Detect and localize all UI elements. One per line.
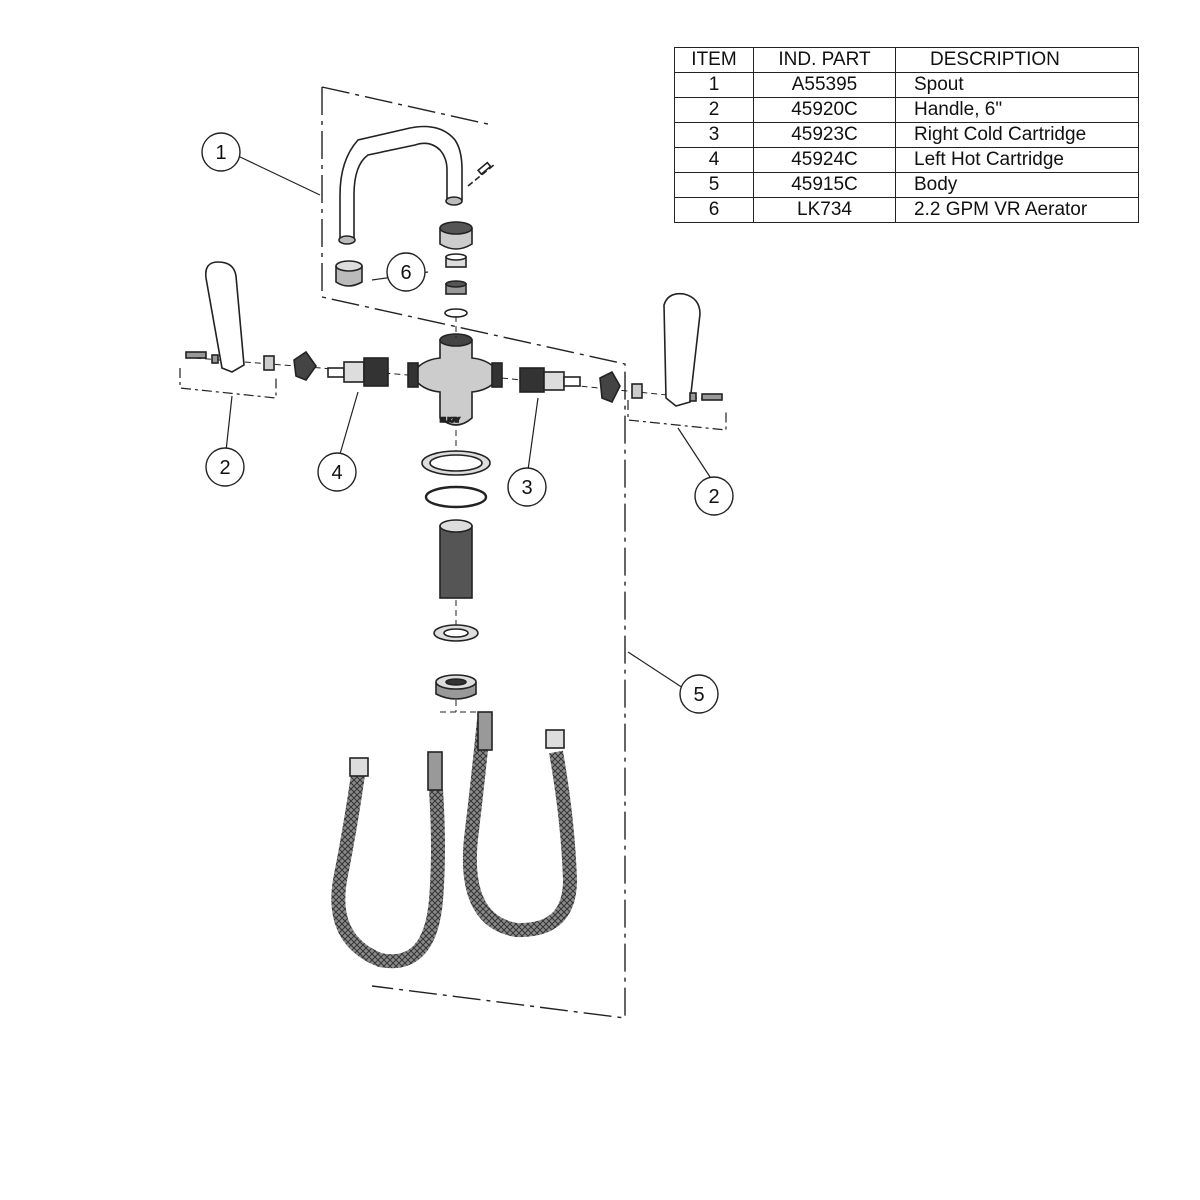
row-part: 45915C	[753, 172, 896, 198]
row-item: 5	[674, 172, 754, 198]
callout-3: 3	[507, 467, 547, 507]
row-item: 6	[674, 197, 754, 223]
table-row: 4 45924C Left Hot Cartridge	[674, 147, 1139, 173]
table-header-row: ITEM IND. PART DESCRIPTION	[674, 47, 1139, 73]
header-description: DESCRIPTION	[895, 47, 1139, 73]
callout-6: 6	[386, 252, 426, 292]
table-row: 6 LK734 2.2 GPM VR Aerator	[674, 197, 1139, 223]
handle-brackets	[179, 368, 727, 431]
row-part: LK734	[753, 197, 896, 223]
cold-cartridge	[519, 367, 581, 393]
callout-2-left: 2	[205, 447, 245, 487]
table-row: 2 45920C Handle, 6"	[674, 97, 1139, 123]
callout-5: 5	[679, 674, 719, 714]
svg-text:5: 5	[693, 684, 704, 706]
faucet-body: ELKAY	[407, 333, 503, 426]
row-part: 45924C	[753, 147, 896, 173]
right-handle-assembly	[599, 292, 723, 407]
row-description: Right Cold Cartridge	[895, 122, 1139, 148]
row-description: Spout	[895, 72, 1139, 98]
spout-nut-stack	[439, 221, 473, 318]
table-row: 1 A55395 Spout	[674, 72, 1139, 98]
row-description: Handle, 6"	[895, 97, 1139, 123]
body-brand-label: ELKAY	[440, 418, 460, 424]
hot-cartridge	[327, 357, 389, 387]
svg-text:6: 6	[400, 262, 411, 284]
svg-text:3: 3	[521, 477, 532, 499]
spout	[338, 125, 496, 245]
left-handle-assembly	[185, 261, 317, 381]
callout-2-right: 2	[694, 476, 734, 516]
row-item: 4	[674, 147, 754, 173]
table-row: 5 45915C Body	[674, 172, 1139, 198]
row-description: Left Hot Cartridge	[895, 147, 1139, 173]
row-description: 2.2 GPM VR Aerator	[895, 197, 1139, 223]
row-item: 1	[674, 72, 754, 98]
assembly-boundary	[321, 86, 626, 1019]
row-part: A55395	[753, 72, 896, 98]
aerator	[335, 260, 363, 287]
row-description: Body	[895, 172, 1139, 198]
table-row: 3 45923C Right Cold Cartridge	[674, 122, 1139, 148]
lower-stack	[421, 450, 491, 700]
callout-4: 4	[317, 452, 357, 492]
callout-1: 1	[201, 132, 241, 172]
row-part: 45920C	[753, 97, 896, 123]
supply-hoses	[331, 711, 578, 969]
header-item: ITEM	[674, 47, 754, 73]
svg-text:2: 2	[219, 457, 230, 479]
svg-text:2: 2	[708, 486, 719, 508]
row-item: 2	[674, 97, 754, 123]
header-part: IND. PART	[753, 47, 896, 73]
svg-text:4: 4	[331, 462, 342, 484]
row-item: 3	[674, 122, 754, 148]
svg-text:1: 1	[215, 142, 226, 164]
parts-list-table: ITEM IND. PART DESCRIPTION 1 A55395 Spou…	[674, 47, 1139, 223]
row-part: 45923C	[753, 122, 896, 148]
